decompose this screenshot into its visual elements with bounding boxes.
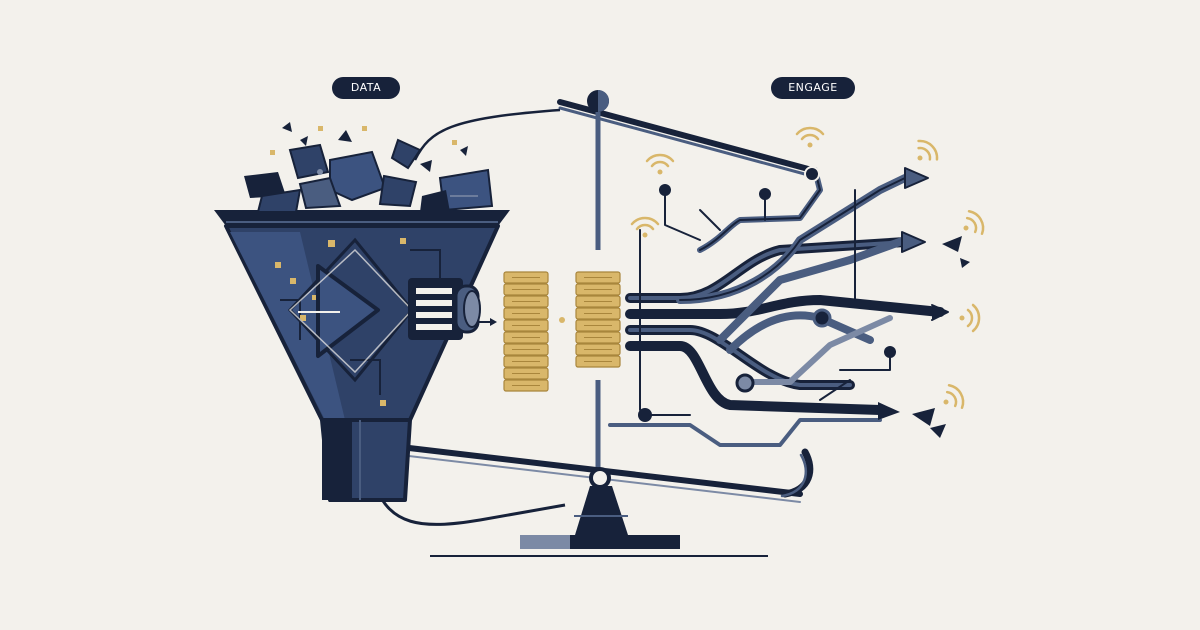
coin-stack-icon bbox=[503, 271, 621, 392]
balance-scale-icon bbox=[372, 90, 815, 557]
motor-icon bbox=[408, 278, 497, 340]
label-engage: ENGAGE bbox=[771, 77, 855, 99]
label-data: DATA bbox=[332, 77, 400, 99]
signal-icon bbox=[630, 126, 985, 410]
network-conduits bbox=[608, 166, 949, 447]
signal-shards bbox=[912, 236, 970, 438]
arrow-icon bbox=[931, 304, 949, 321]
arrow-icon bbox=[904, 167, 929, 189]
arrow-icon bbox=[878, 402, 900, 420]
play-icon bbox=[287, 237, 414, 383]
arrow-icon bbox=[901, 231, 926, 253]
data-fragments bbox=[244, 122, 494, 213]
